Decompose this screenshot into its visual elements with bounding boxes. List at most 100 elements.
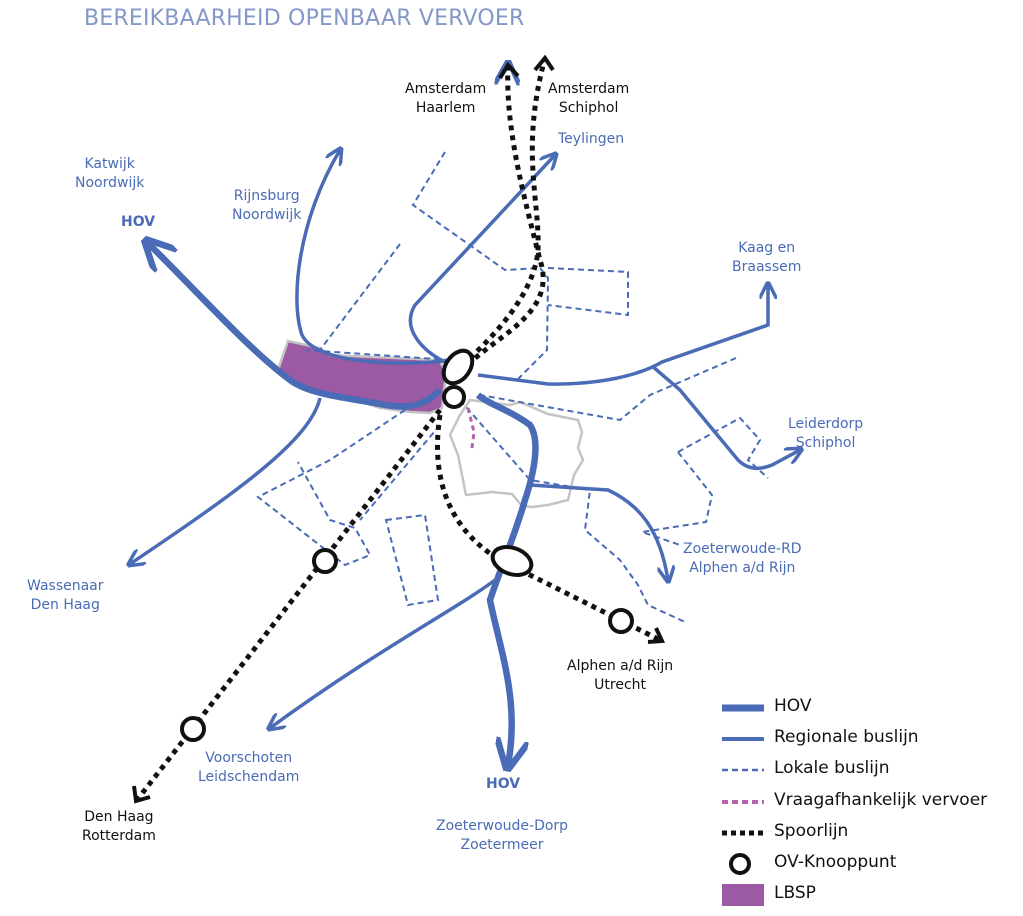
- legend-label: HOV: [774, 696, 812, 716]
- label-line: Kaag en: [738, 240, 796, 256]
- area-outline-east: [448, 398, 585, 509]
- arrowhead: [647, 627, 666, 644]
- legend-item-demand: Vraagafhankelijk vervoer: [722, 787, 1012, 817]
- legend-label: Lokale buslijn: [774, 758, 890, 778]
- local-bus-line: [319, 243, 401, 351]
- legend-item-regional: Regionale buslijn: [722, 724, 1012, 754]
- rail-line: [135, 408, 442, 802]
- label-amsterdam-schiphol: Amsterdam Schiphol: [548, 80, 629, 118]
- legend-item-node: OV-Knooppunt: [722, 849, 1012, 879]
- local-dashed-line-icon: [722, 768, 764, 772]
- local-bus-line: [411, 151, 550, 383]
- label-line: Alphen a/d Rijn: [689, 560, 796, 576]
- regional-bus-line: [477, 285, 768, 386]
- ov-node-leiden-centraal: [441, 348, 475, 386]
- regional-bus-line: [529, 483, 668, 580]
- regional-line-icon: [722, 737, 764, 741]
- ov-node-voorschoten: [312, 548, 338, 574]
- label-wassenaar: Wassenaar Den Haag: [27, 577, 104, 615]
- arrowhead: [498, 61, 520, 80]
- label-line: Katwijk: [84, 156, 135, 172]
- hov-line-icon: [722, 704, 764, 712]
- label-teylingen: Teylingen: [558, 131, 625, 147]
- label-line: Noordwijk: [75, 175, 145, 191]
- local-bus-line: [459, 399, 686, 623]
- label-line: Leidschendam: [198, 769, 300, 785]
- label-line: Wassenaar: [27, 578, 104, 594]
- regional-bus-lines: [130, 150, 800, 728]
- legend-label: Regionale buslijn: [774, 727, 919, 747]
- label-den-haag: Den Haag Rotterdam: [82, 808, 156, 846]
- label-line: Amsterdam: [548, 81, 630, 97]
- legend-item-rail: Spoorlijn: [722, 818, 1012, 848]
- ov-node-lammenschans: [442, 385, 466, 409]
- label-hov-northwest: HOV: [121, 214, 156, 230]
- arrowhead: [132, 785, 151, 804]
- label-zoeterwoude-dorp: Zoeterwoude-Dorp Zoetermeer: [436, 817, 568, 855]
- regional-bus-line: [650, 364, 800, 471]
- legend-label: OV-Knooppunt: [774, 852, 897, 872]
- local-bus-line: [547, 267, 629, 317]
- local-bus-line: [677, 416, 769, 479]
- legend-item-lbsp: LBSP: [722, 880, 1012, 910]
- local-bus-line: [384, 513, 440, 607]
- page-title: BEREIKBAARHEID OPENBAAR VERVOER: [84, 6, 525, 31]
- regional-bus-line: [295, 150, 451, 365]
- local-bus-lines: [256, 151, 769, 623]
- label-alphen-utrecht: Alphen a/d Rijn Utrecht: [567, 657, 673, 695]
- label-line: Amsterdam: [405, 81, 487, 97]
- lbsp-area-icon: [722, 884, 764, 906]
- ov-node-den-haag: [180, 716, 206, 742]
- label-line: Rijnsburg: [233, 188, 300, 204]
- label-kaag: Kaag en Braassem: [732, 239, 801, 277]
- node-circle-icon: [729, 853, 751, 875]
- label-leiderdorp: Leiderdorp Schiphol: [788, 415, 863, 453]
- label-zoeterwoude-rd: Zoeterwoude-RD Alphen a/d Rijn: [683, 540, 802, 578]
- label-line: Haarlem: [415, 100, 476, 116]
- label-line: Schiphol: [558, 100, 619, 116]
- label-voorschoten: Voorschoten Leidschendam: [198, 749, 299, 787]
- demand-transport-line: [466, 407, 476, 449]
- ov-node-zoeterwoude: [490, 544, 534, 578]
- demand-dashed-line-icon: [722, 800, 764, 804]
- label-line: Braassem: [732, 259, 802, 275]
- ov-nodes: [180, 348, 634, 742]
- label-line: Schiphol: [795, 435, 856, 451]
- hov-line: [475, 392, 539, 765]
- label-katwijk: Katwijk Noordwijk: [75, 155, 144, 193]
- label-line: Utrecht: [594, 677, 647, 693]
- label-line: Voorschoten: [205, 750, 293, 766]
- label-line: Zoetermeer: [460, 837, 544, 853]
- regional-bus-line: [270, 578, 497, 728]
- label-rijnsburg: Rijnsburg Noordwijk: [232, 187, 301, 225]
- legend-item-hov: HOV: [722, 693, 1012, 723]
- rail-arrowheads: [132, 54, 666, 804]
- rail-dotted-line-icon: [722, 830, 764, 836]
- label-hov-south: HOV: [486, 776, 521, 792]
- label-line: Leiderdorp: [788, 416, 864, 432]
- rail-line: [435, 414, 662, 643]
- local-bus-line: [479, 357, 737, 422]
- legend-label: LBSP: [774, 883, 816, 903]
- label-line: Den Haag: [30, 597, 100, 613]
- local-bus-line: [359, 424, 441, 521]
- legend-label: Spoorlijn: [774, 821, 849, 841]
- label-amsterdam-haarlem: Amsterdam Haarlem: [405, 80, 486, 118]
- legend-label: Vraagafhankelijk vervoer: [774, 790, 988, 810]
- rail-line: [452, 65, 546, 382]
- arrowhead: [533, 54, 555, 72]
- hov-lines: [148, 243, 539, 765]
- label-line: Alphen a/d Rijn: [567, 658, 674, 674]
- legend-item-local: Lokale buslijn: [722, 755, 1012, 785]
- regional-bus-line: [130, 397, 322, 564]
- label-line: Den Haag: [84, 809, 154, 825]
- label-line: Zoeterwoude-RD: [683, 541, 802, 557]
- ov-node-alphen: [608, 608, 634, 634]
- label-line: Zoeterwoude-Dorp: [436, 818, 569, 834]
- local-bus-line: [304, 349, 451, 361]
- hov-line: [148, 243, 443, 410]
- regional-bus-line: [408, 155, 555, 364]
- rail-line: [468, 57, 548, 360]
